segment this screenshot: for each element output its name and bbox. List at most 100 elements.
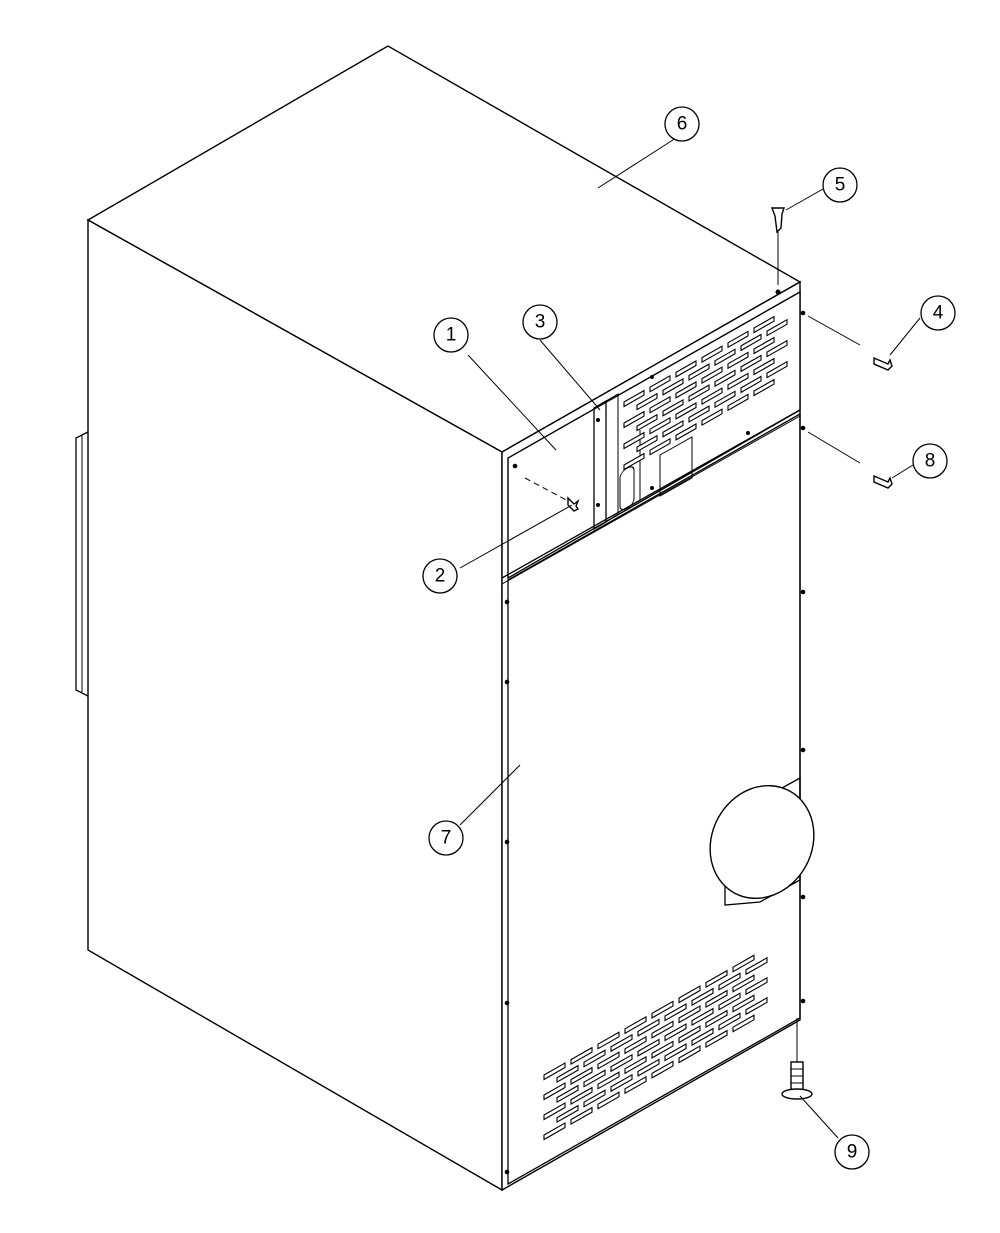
vent-slot bbox=[727, 330, 749, 349]
panel-seam-lower bbox=[501, 415, 801, 585]
vent-slot bbox=[678, 1005, 701, 1024]
vent-slot bbox=[688, 405, 710, 423]
vent-slot bbox=[583, 1089, 606, 1108]
vent-slot bbox=[701, 345, 723, 364]
vent-slot bbox=[714, 348, 736, 367]
vent-slot bbox=[597, 1031, 620, 1050]
vent-slot bbox=[705, 989, 728, 1009]
callout-7: 7 bbox=[428, 820, 464, 856]
screw-item-4 bbox=[807, 315, 893, 371]
vent-slot bbox=[636, 434, 658, 453]
vent-slot bbox=[636, 413, 658, 432]
vent-slot bbox=[753, 336, 775, 355]
svg-text:5: 5 bbox=[835, 175, 846, 196]
vent-slot bbox=[597, 1091, 620, 1110]
vent-slot bbox=[570, 1106, 593, 1126]
exhaust-port bbox=[709, 776, 815, 906]
vent-slot bbox=[714, 369, 736, 388]
vent-slot bbox=[651, 1060, 674, 1079]
vent-slot bbox=[691, 987, 714, 1007]
vent-slot bbox=[745, 996, 768, 1016]
vent-slot bbox=[718, 992, 741, 1011]
callout-4: 4 bbox=[920, 295, 956, 331]
vent-slot bbox=[675, 423, 697, 441]
callout-9: 9 bbox=[834, 1134, 870, 1170]
vent-slot bbox=[705, 1029, 728, 1049]
screw-holes bbox=[504, 289, 806, 1175]
vent-slot bbox=[678, 1025, 701, 1044]
callout-1: 1 bbox=[433, 317, 469, 353]
callout-8: 8 bbox=[912, 443, 948, 479]
vent-slot bbox=[637, 1058, 660, 1077]
screw-item-2 bbox=[524, 477, 580, 512]
svg-text:1: 1 bbox=[446, 325, 457, 346]
vent-slot bbox=[623, 389, 645, 408]
vent-slot bbox=[623, 452, 645, 471]
vent-slot bbox=[610, 1033, 633, 1053]
vent-slot bbox=[766, 339, 788, 358]
vent-slot bbox=[688, 363, 710, 381]
side-bracket bbox=[75, 431, 89, 697]
callout-3: 3 bbox=[522, 304, 558, 340]
vent-slot bbox=[624, 1035, 647, 1055]
vent-slot bbox=[624, 1055, 647, 1075]
bottom-vent-slots bbox=[543, 954, 768, 1141]
vent-slot bbox=[597, 1071, 620, 1090]
vent-slot bbox=[740, 354, 762, 373]
vent-slot bbox=[583, 1069, 606, 1088]
vent-slot bbox=[664, 1023, 687, 1042]
vent-slot bbox=[691, 1007, 714, 1027]
svg-text:8: 8 bbox=[925, 451, 936, 472]
vent-slot bbox=[753, 315, 775, 334]
vent-slot bbox=[543, 1122, 566, 1141]
vent-slot bbox=[732, 954, 755, 973]
svg-text:7: 7 bbox=[441, 828, 452, 849]
vent-slot bbox=[556, 1104, 579, 1124]
vent-slot bbox=[675, 402, 697, 420]
vent-slot bbox=[570, 1046, 593, 1066]
vent-slot bbox=[753, 378, 775, 397]
vent-bracket bbox=[593, 393, 693, 531]
callout-6: 6 bbox=[664, 106, 700, 142]
vent-slot bbox=[675, 381, 697, 399]
vent-slot bbox=[664, 1003, 687, 1022]
vent-slot bbox=[543, 1082, 566, 1101]
screw-item-5 bbox=[770, 207, 785, 285]
vent-slot bbox=[727, 351, 749, 370]
vent-slot bbox=[636, 392, 658, 411]
top-vent-slots bbox=[623, 315, 788, 471]
callout-2: 2 bbox=[422, 558, 458, 594]
vent-slot bbox=[623, 431, 645, 450]
vent-slot bbox=[705, 1009, 728, 1029]
vent-slot bbox=[675, 360, 697, 378]
svg-text:4: 4 bbox=[933, 303, 944, 324]
lower-back-panel bbox=[507, 412, 801, 1186]
vent-slot bbox=[732, 1014, 755, 1033]
screw-item-8 bbox=[807, 431, 893, 489]
svg-text:2: 2 bbox=[435, 566, 446, 587]
vent-slot bbox=[649, 416, 671, 435]
vent-slot bbox=[649, 395, 671, 414]
vent-slot bbox=[570, 1066, 593, 1086]
vent-slot bbox=[766, 360, 788, 379]
vent-slot bbox=[705, 969, 728, 989]
svg-text:3: 3 bbox=[535, 312, 546, 333]
vent-slot bbox=[637, 1018, 660, 1037]
panel-seam bbox=[501, 409, 801, 579]
vent-slot bbox=[651, 1040, 674, 1059]
vent-slot bbox=[610, 1053, 633, 1073]
vent-slot bbox=[678, 985, 701, 1004]
vent-slot bbox=[718, 1012, 741, 1031]
vent-slot bbox=[624, 1015, 647, 1035]
vent-slot bbox=[543, 1062, 566, 1081]
vent-slot bbox=[688, 384, 710, 402]
vent-slot bbox=[740, 375, 762, 394]
vent-slot bbox=[745, 976, 768, 996]
vent-slot bbox=[649, 437, 671, 456]
vent-slot bbox=[637, 1038, 660, 1057]
vent-slot bbox=[714, 390, 736, 409]
vent-slot bbox=[740, 333, 762, 352]
svg-text:6: 6 bbox=[677, 114, 688, 135]
